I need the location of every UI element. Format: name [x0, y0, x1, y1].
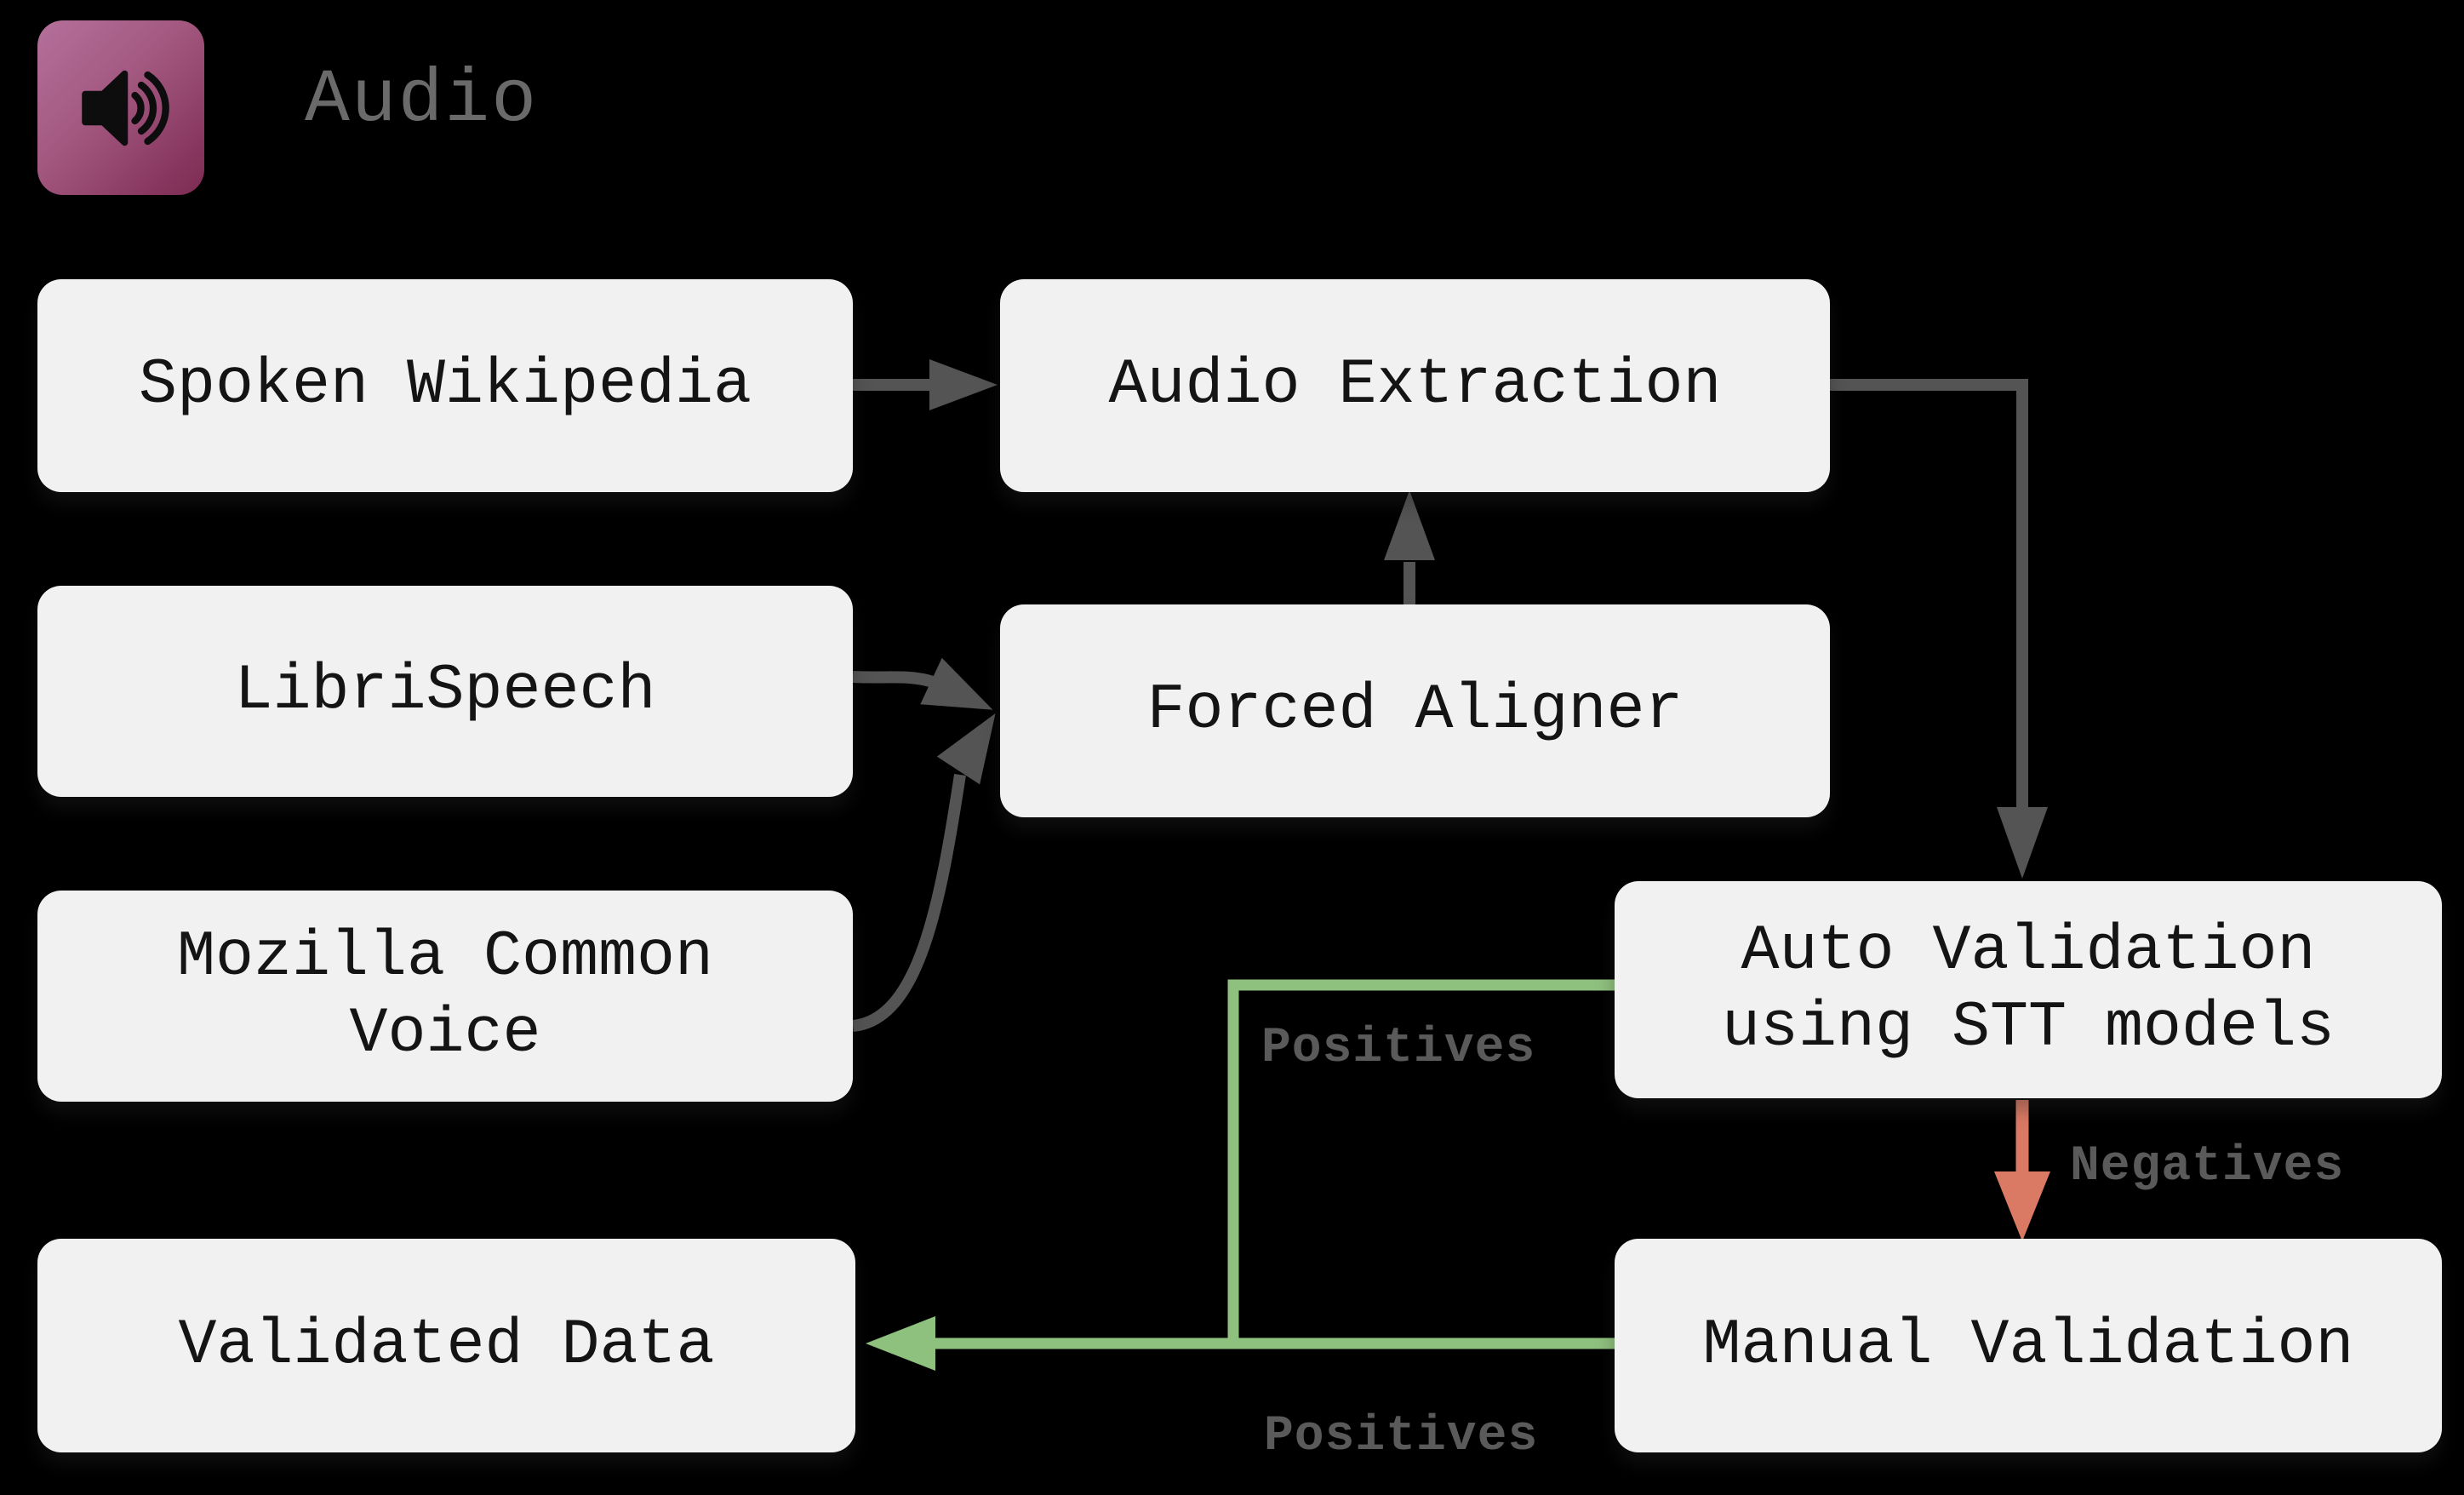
edge-librispeech-to-forced-aligner	[852, 657, 993, 710]
edge-label-positives-bottom: Positives	[1264, 1409, 1539, 1464]
edge-label-positives-top: Positives	[1261, 1021, 1536, 1076]
node-librispeech: LibriSpeech	[37, 586, 853, 797]
node-audio-extraction: Audio Extraction	[1000, 279, 1830, 492]
edge-mozilla-common-voice-to-forced-aligner	[851, 713, 996, 1032]
edge-spoken-wikipedia-to-audio-extraction	[853, 359, 998, 410]
edge-audio-extraction-to-auto-validation	[1830, 379, 2048, 879]
edge-manual-validation-to-validated-data	[866, 1316, 1615, 1371]
node-manual-validation: Manual Validation	[1615, 1239, 2442, 1452]
node-mozilla-common-voice: Mozilla Common Voice	[37, 891, 853, 1102]
diagram-title: Audio	[305, 59, 539, 143]
speaker-icon	[82, 70, 169, 146]
node-validated-data: Validated Data	[37, 1239, 855, 1452]
edge-auto-validation-to-validated-data	[1227, 979, 1615, 1343]
audio-app-icon	[37, 20, 204, 195]
node-spoken-wikipedia: Spoken Wikipedia	[37, 279, 853, 492]
node-forced-aligner: Forced Aligner	[1000, 604, 1830, 817]
edge-auto-validation-to-manual-validation	[1994, 1100, 2050, 1241]
node-auto-validation: Auto Validation using STT models	[1615, 881, 2442, 1098]
edge-label-negatives: Negatives	[2070, 1139, 2345, 1194]
